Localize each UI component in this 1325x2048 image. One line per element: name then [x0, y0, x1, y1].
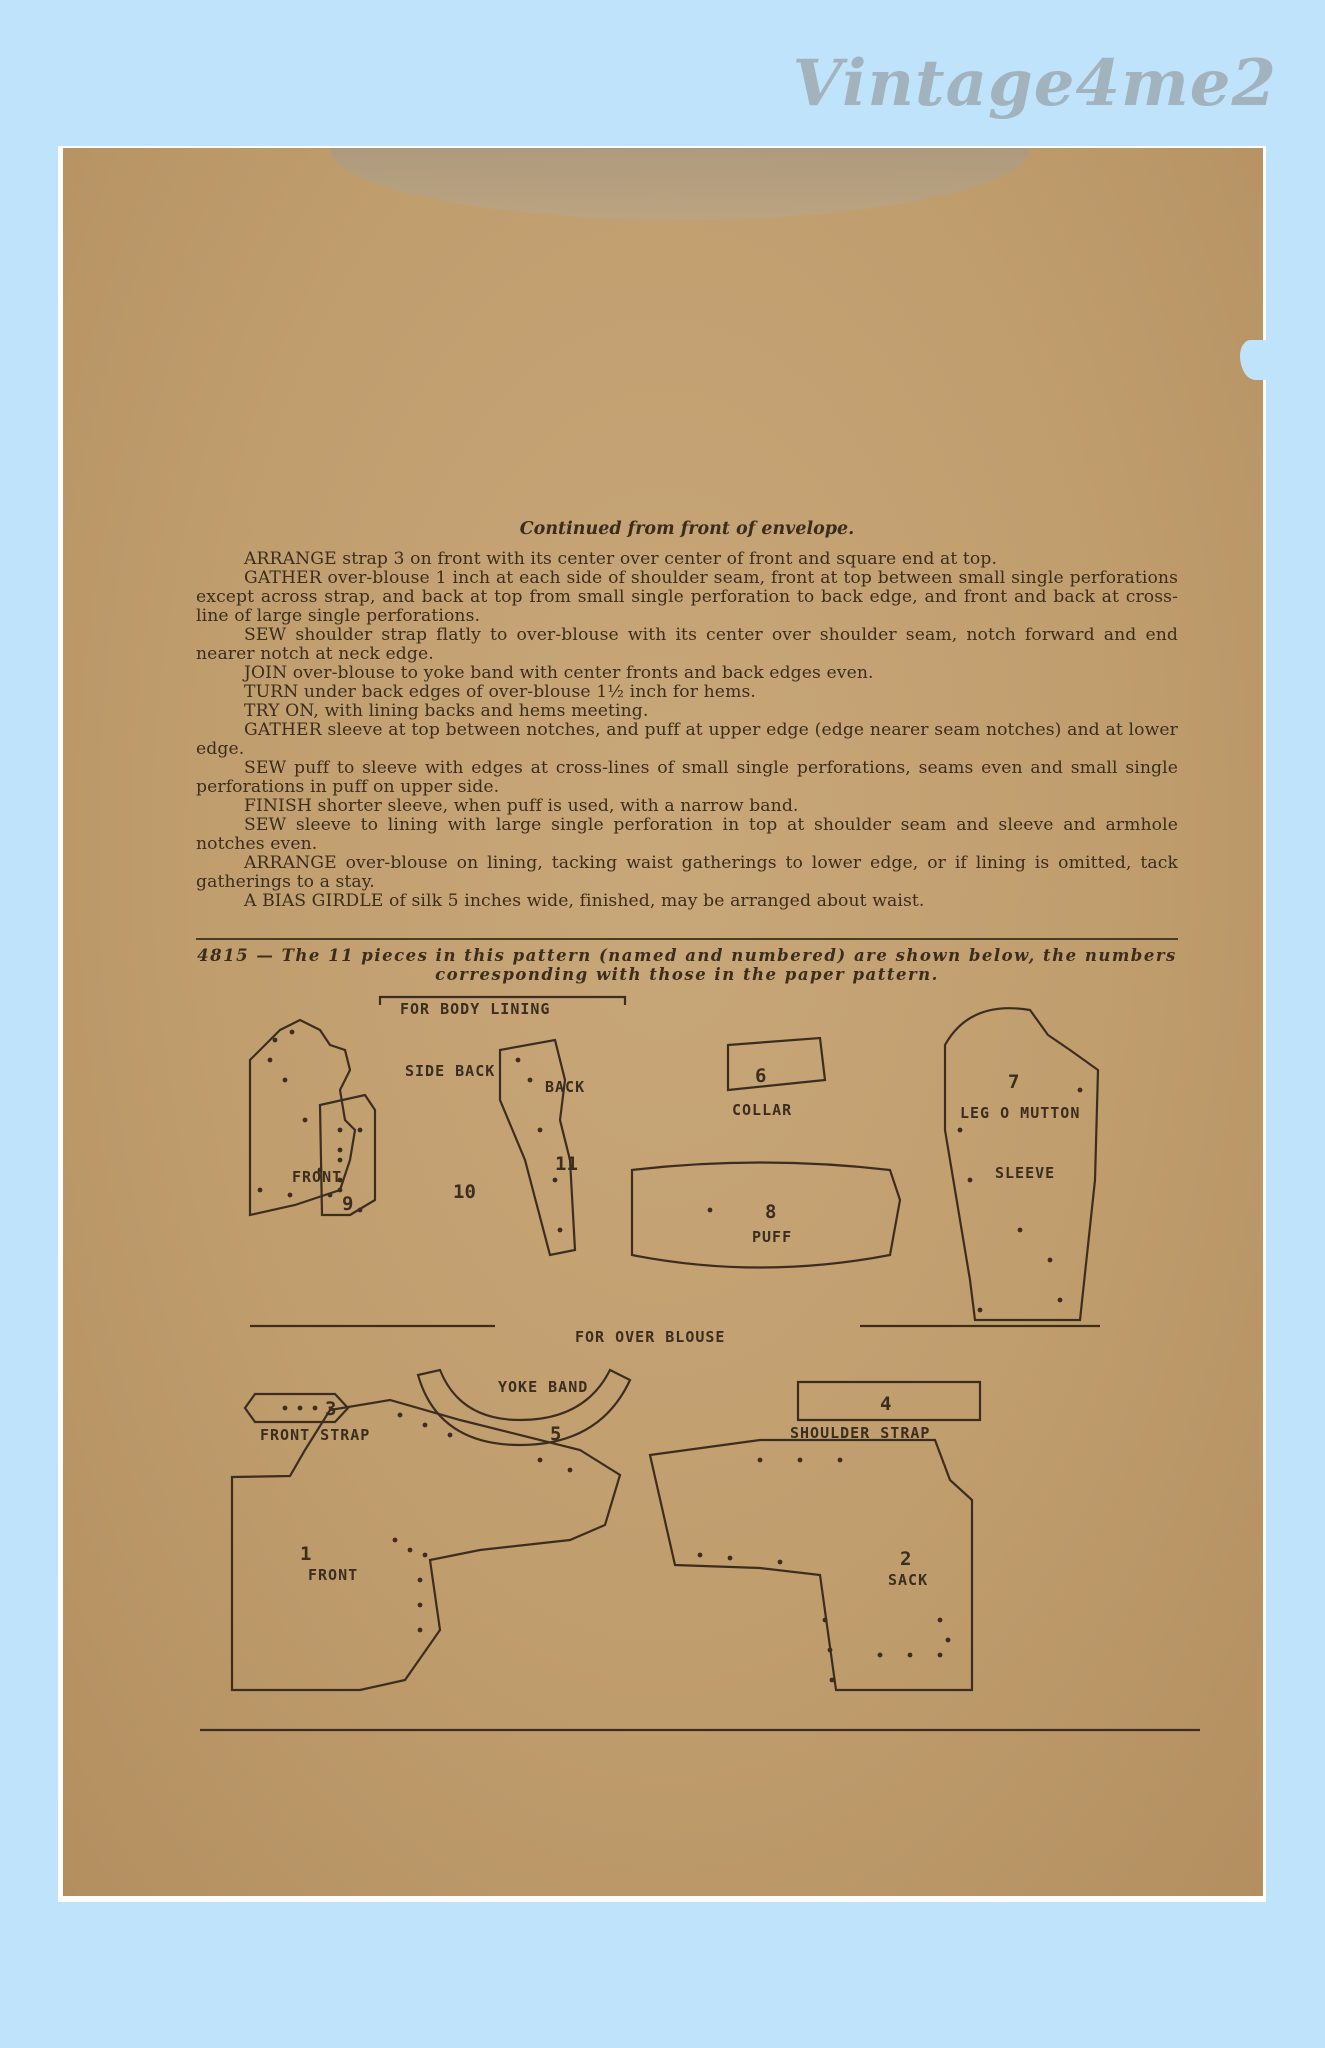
pattern-pieces-diagram: FOR BODY LINING FRONT 9 SIDE BACK 10 BAC…	[200, 980, 1200, 1860]
piece-name: SIDE BACK	[405, 1062, 495, 1080]
piece-front-lining: FRONT 9	[248, 1018, 357, 1217]
watermark-logo: Vintage4me2	[792, 46, 1277, 121]
piece-number: 11	[555, 1153, 578, 1175]
piece-sleeve: 7 LEG O MUTTON SLEEVE	[943, 1007, 1100, 1322]
piece-side-back: SIDE BACK 10	[318, 1062, 495, 1217]
paper-tear	[1240, 340, 1266, 380]
piece-name: PUFF	[752, 1228, 792, 1246]
piece-number: 5	[550, 1423, 561, 1445]
piece-name: YOKE BAND	[498, 1378, 588, 1396]
piece-number: 4	[880, 1393, 891, 1415]
piece-back: BACK 11	[498, 1038, 585, 1257]
piece-front: 1 FRONT	[230, 1398, 622, 1692]
instruction-paragraph: GATHER over-blouse 1 inch at each side o…	[196, 568, 1178, 626]
perforations	[257, 1029, 1083, 1683]
instruction-paragraph: JOIN over-blouse to yoke band with cente…	[244, 663, 874, 683]
piece-number: 1	[300, 1543, 311, 1565]
envelope-paper	[63, 148, 1263, 1896]
instruction-paragraph: SEW puff to sleeve with edges at cross-l…	[196, 758, 1178, 797]
piece-name: BACK	[545, 1078, 585, 1096]
piece-name: FRONT	[308, 1566, 358, 1584]
group-label-over-blouse: FOR OVER BLOUSE	[575, 1328, 725, 1346]
piece-number: 8	[765, 1201, 776, 1223]
piece-number: 6	[755, 1065, 766, 1087]
bracket-line	[378, 995, 627, 1005]
pattern-caption: 4815 — The 11 pieces in this pattern (na…	[197, 946, 1177, 984]
piece-puff: 8 PUFF	[630, 1161, 902, 1269]
instructions-list: ARRANGE strap 3 on front with its center…	[196, 550, 1178, 911]
piece-front-strap: 3 FRONT STRAP	[243, 1392, 369, 1444]
instruction-paragraph: ARRANGE over-blouse on lining, tacking w…	[196, 853, 1178, 892]
instruction-paragraph: A BIAS GIRDLE of silk 5 inches wide, fin…	[244, 891, 925, 911]
piece-number: 7	[1008, 1071, 1019, 1093]
instruction-paragraph: SEW sleeve to lining with large single p…	[196, 815, 1178, 854]
piece-name: FRONT	[292, 1168, 342, 1186]
piece-collar: 6 COLLAR	[726, 1036, 827, 1119]
piece-number: 2	[900, 1548, 911, 1570]
piece-name-top: LEG O MUTTON	[960, 1104, 1080, 1122]
piece-sack: 2 SACK	[648, 1438, 974, 1692]
instruction-paragraph: TURN under back edges of over-blouse 1½ …	[244, 682, 756, 702]
piece-name: COLLAR	[732, 1101, 792, 1119]
piece-name: SACK	[888, 1571, 928, 1589]
instruction-paragraph: ARRANGE strap 3 on front with its center…	[244, 549, 998, 569]
instruction-paragraph: SEW shoulder strap flatly to over-blouse…	[196, 625, 1178, 664]
piece-shoulder-strap: 4 SHOULDER STRAP	[790, 1380, 982, 1442]
instructions-block: Continued from front of envelope. ARRANG…	[196, 520, 1178, 911]
piece-name: SHOULDER STRAP	[790, 1424, 930, 1442]
instructions-heading: Continued from front of envelope.	[519, 519, 855, 539]
piece-yoke-band: YOKE BAND 5	[416, 1368, 632, 1447]
instruction-paragraph: GATHER sleeve at top between notches, an…	[196, 720, 1178, 759]
instruction-paragraph: FINISH shorter sleeve, when puff is used…	[244, 796, 799, 816]
piece-name-bottom: SLEEVE	[995, 1164, 1055, 1182]
instruction-paragraph: TRY ON, with lining backs and hems meeti…	[244, 701, 649, 721]
piece-number: 9	[342, 1193, 353, 1215]
divider-rule	[196, 938, 1178, 940]
piece-number: 10	[453, 1181, 476, 1203]
group-label-body-lining: FOR BODY LINING	[400, 1000, 550, 1018]
